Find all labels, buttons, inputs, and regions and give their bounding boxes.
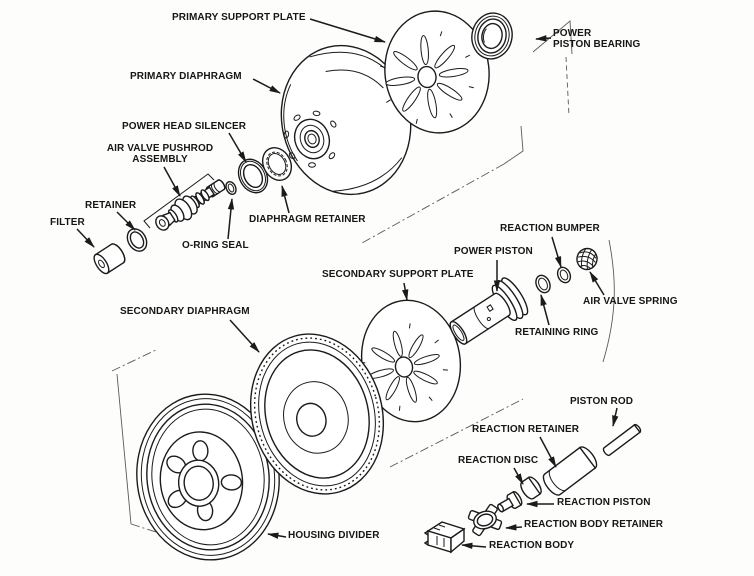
reaction-body-drawing	[423, 521, 466, 554]
label-reaction-body: REACTION BODY	[489, 540, 575, 551]
filter-drawing	[93, 243, 126, 275]
reaction-piston-drawing	[497, 490, 523, 513]
label-reaction-disc: REACTION DISC	[458, 455, 539, 466]
label-primary-support-plate: PRIMARY SUPPORT PLATE	[172, 12, 306, 23]
label-diaphragm-retainer: DIAPHRAGM RETAINER	[249, 214, 366, 225]
reaction-retainer-drawing	[542, 446, 598, 496]
housing-divider-drawing	[136, 393, 280, 561]
piston-rod-drawing	[602, 423, 642, 457]
reaction-body-retainer-drawing	[467, 503, 503, 537]
label-secondary-diaphragm: SECONDARY DIAPHRAGM	[120, 306, 250, 317]
retaining-ring-drawing	[535, 274, 551, 294]
construction-lines	[111, 20, 615, 540]
diaphragm-retainer-drawing	[261, 147, 293, 181]
air-valve-pushrod-assembly-drawing	[155, 179, 226, 231]
label-retaining-ring: RETAINING RING	[515, 327, 599, 338]
label-reaction-retainer: REACTION RETAINER	[472, 424, 580, 435]
label-power-piston-bearing: POWER PISTON BEARING	[553, 28, 641, 50]
primary-diaphragm-hub	[283, 110, 337, 168]
label-reaction-piston: REACTION PISTON	[557, 497, 651, 508]
label-piston-rod: PISTON ROD	[570, 396, 634, 407]
label-primary-diaphragm: PRIMARY DIAPHRAGM	[130, 71, 242, 82]
power-piston-bearing-drawing	[471, 12, 513, 60]
secondary-support-plate-star	[360, 323, 448, 411]
primary-support-plate-star	[380, 31, 474, 124]
label-power-piston: POWER PISTON	[454, 246, 533, 257]
label-secondary-support-plate: SECONDARY SUPPORT PLATE	[322, 269, 474, 280]
label-housing-divider: HOUSING DIVIDER	[288, 530, 380, 541]
o-ring-seal-drawing	[225, 181, 237, 195]
air-valve-spring-drawing	[576, 247, 598, 271]
label-reaction-body-retainer: REACTION BODY RETAINER	[524, 519, 664, 530]
label-power-head-silencer: POWER HEAD SILENCER	[122, 121, 247, 132]
pushrod-assembly-bracket	[143, 173, 215, 229]
label-retainer: RETAINER	[85, 200, 137, 211]
label-reaction-bumper: REACTION BUMPER	[500, 223, 600, 234]
label-o-ring-seal: O-RING SEAL	[182, 240, 249, 251]
label-air-valve-pushrod-assembly: AIR VALVE PUSHROD ASSEMBLY	[106, 143, 214, 165]
secondary-diaphragm-drawing	[249, 333, 385, 495]
retainer-ring-drawing	[126, 228, 148, 252]
leader-lines	[76, 18, 619, 550]
reaction-disc-drawing	[520, 476, 542, 500]
label-air-valve-spring: AIR VALVE SPRING	[583, 296, 678, 307]
reaction-bumper-drawing	[556, 266, 572, 284]
label-filter: FILTER	[50, 217, 85, 228]
